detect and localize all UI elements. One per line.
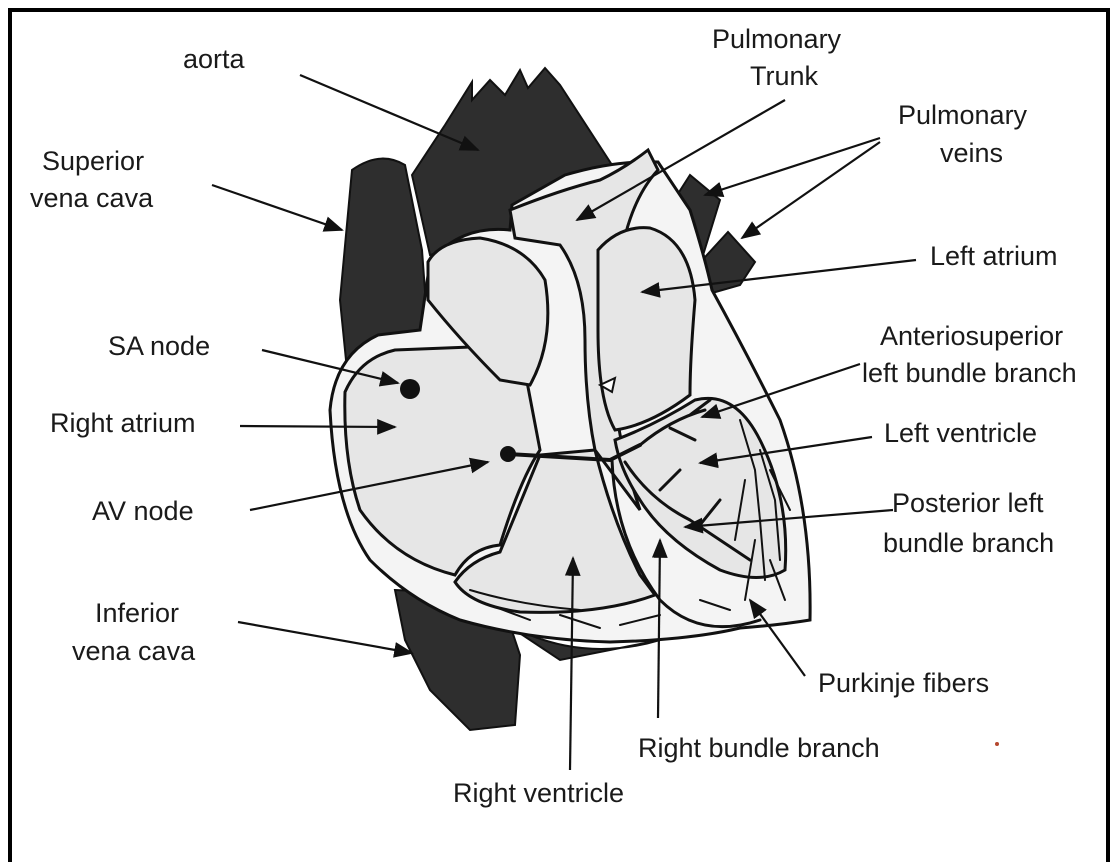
label-pulmonary-veins-line1: Pulmonary [898,100,1028,130]
stray-mark [995,742,999,746]
label-right-ventricle: Right ventricle [453,778,624,808]
label-pulmonary-trunk-line2: Trunk [750,61,819,91]
label-pulmonary-trunk-line1: Pulmonary [712,24,842,54]
left-atrium-chamber [598,228,695,430]
label-av-node: AV node [92,496,194,526]
label-inferior-vena-cava-line1: Inferior [95,598,179,628]
label-pulmonary-veins-line2: veins [940,138,1003,168]
label-posterior-lbb-line1: Posterior left [892,488,1044,518]
label-sa-node: SA node [108,331,210,361]
sa-node-dot [400,379,420,399]
label-posterior-lbb-line2: bundle branch [883,528,1054,558]
label-aorta: aorta [183,44,246,74]
label-left-atrium: Left atrium [930,241,1058,271]
arrow-right-atrium [240,426,395,427]
label-left-ventricle: Left ventricle [884,418,1037,448]
arrow-pulmonary-vein-upper [705,138,880,195]
label-superior-vena-cava-line2: vena cava [30,183,154,213]
arrow-inferior-vena-cava [238,622,412,653]
label-right-bundle-branch: Right bundle branch [638,733,880,763]
arrow-aorta [300,75,478,150]
arrow-pulmonary-vein-lower [742,142,880,238]
label-anteriosuperior-line2: left bundle branch [862,358,1077,388]
label-inferior-vena-cava-line2: vena cava [72,636,196,666]
label-purkinje-fibers: Purkinje fibers [818,668,989,698]
arrow-superior-vena-cava [212,185,342,230]
label-superior-vena-cava-line1: Superior [42,146,144,176]
label-anteriosuperior-line1: Anteriosuperior [880,321,1063,351]
label-right-atrium: Right atrium [50,408,196,438]
